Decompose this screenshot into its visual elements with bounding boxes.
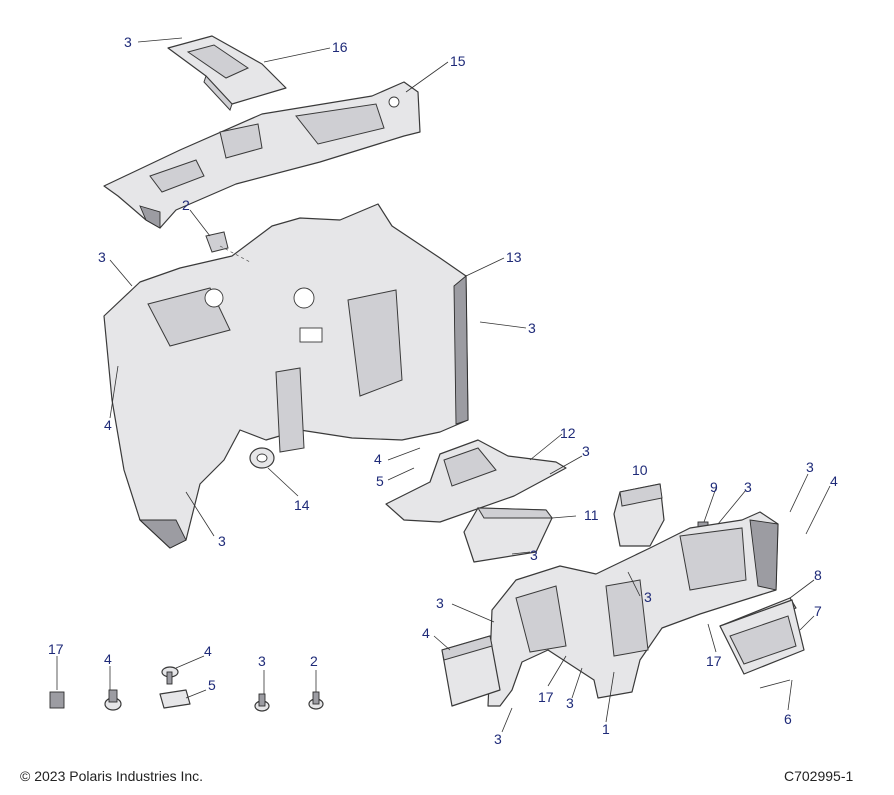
callout-label: 3 — [218, 533, 226, 549]
callout-label: 3 — [566, 695, 574, 711]
callout-label: 3 — [582, 443, 590, 459]
callout-label: 3 — [258, 653, 266, 669]
callout-label: 11 — [584, 507, 599, 523]
hardware-5-speed-nut — [159, 689, 191, 709]
hardware-4-rivet — [161, 666, 179, 685]
callout-label: 5 — [376, 473, 384, 489]
callout-label: 17 — [538, 689, 554, 705]
callout-label: 4 — [830, 473, 838, 489]
part-11-glovebox — [463, 507, 553, 563]
callout-label: 13 — [506, 249, 522, 265]
drawing-number: C702995-1 — [784, 768, 854, 784]
callout-label: 4 — [204, 643, 212, 659]
part-1-lower-dash — [487, 511, 779, 707]
callout-label: 3 — [806, 459, 814, 475]
callout-label: 3 — [98, 249, 106, 265]
callout-label: 12 — [560, 425, 576, 441]
callout-label: 1 — [602, 721, 610, 737]
callout-label: 2 — [182, 197, 190, 213]
callout-label: 3 — [494, 731, 502, 747]
callout-labels: 3 16 15 2 3 13 3 4 12 3 4 5 14 3 10 9 3 … — [48, 34, 838, 747]
callout-label: 4 — [104, 417, 112, 433]
callout-label: 3 — [124, 34, 132, 50]
callout-label: 6 — [784, 711, 792, 727]
callout-label: 3 — [528, 320, 536, 336]
hardware-17-clip — [49, 691, 65, 709]
copyright-notice: © 2023 Polaris Industries Inc. — [20, 768, 204, 784]
hardware-4-pushpin — [104, 689, 122, 711]
callout-label: 14 — [294, 497, 310, 513]
part-15-dash-top-panel — [103, 81, 421, 229]
callout-label: 3 — [530, 547, 538, 563]
callout-label: 3 — [436, 595, 444, 611]
callout-label: 15 — [450, 53, 466, 69]
hardware-3-screw — [254, 693, 270, 712]
callout-label: 16 — [332, 39, 348, 55]
part-14-grommet — [249, 447, 275, 469]
part-16-top-tray — [167, 35, 287, 111]
callout-label: 10 — [632, 462, 648, 478]
callout-label: 8 — [814, 567, 822, 583]
callout-label: 4 — [104, 651, 112, 667]
part-6-screw — [759, 679, 791, 689]
callout-label: 17 — [706, 653, 722, 669]
callout-label: 3 — [744, 479, 752, 495]
callout-label: 3 — [644, 589, 652, 605]
part-12-bracket — [385, 439, 567, 523]
callout-label: 2 — [310, 653, 318, 669]
callout-label: 7 — [814, 603, 822, 619]
part-7-cover — [719, 599, 805, 675]
callout-label: 9 — [710, 479, 718, 495]
part-10-storage-bin — [613, 483, 665, 547]
part-13-bulkhead — [103, 203, 469, 549]
callout-label: 4 — [374, 451, 382, 467]
hardware-2-screw — [308, 691, 324, 710]
callout-label: 5 — [208, 677, 216, 693]
part-4-vent-housing — [441, 635, 501, 707]
callout-label: 4 — [422, 625, 430, 641]
callout-label: 17 — [48, 641, 64, 657]
leader-lines — [56, 37, 831, 733]
